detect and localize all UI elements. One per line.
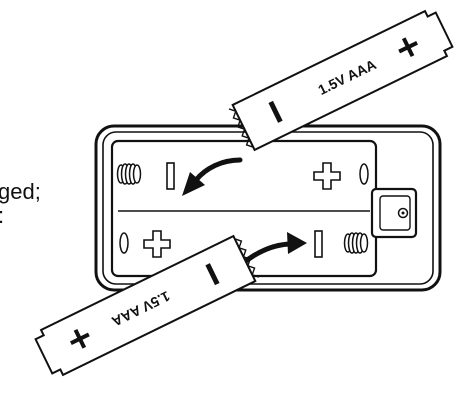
screw-icon: [397, 207, 409, 219]
battery-bottom-minus: [205, 263, 220, 286]
slot-bottom-plus: [143, 230, 171, 258]
arrow-icon: [240, 232, 307, 266]
battery-top-minus: [268, 100, 283, 123]
compartment-latch: [370, 187, 418, 239]
contact-bottom-left: [119, 232, 129, 254]
caption-fragment-line-2: :: [0, 203, 4, 229]
battery-top-plus: [398, 37, 418, 58]
spring-icon: [343, 232, 369, 254]
slot-top-plus: [313, 162, 341, 190]
contact-top-right: [359, 163, 369, 185]
caption-fragment-line-1: ged;: [0, 179, 41, 204]
battery-bottom: 1.5V AAA: [34, 234, 260, 377]
battery-bottom-plus: [70, 328, 90, 349]
battery-top: 1.5V AAA: [228, 9, 454, 152]
slot-top-minus: [166, 162, 175, 190]
spring-icon: [116, 163, 142, 185]
arrow-icon: [182, 157, 243, 196]
slot-bottom-minus: [314, 230, 323, 258]
